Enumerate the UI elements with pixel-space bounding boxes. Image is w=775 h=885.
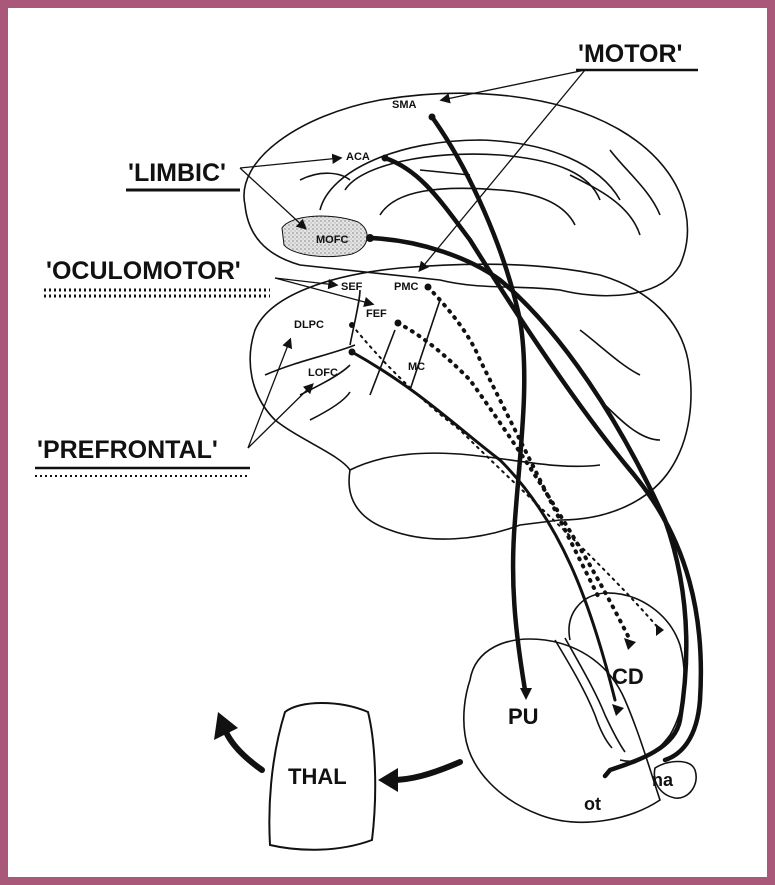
motor-label-group: 'MOTOR' bbox=[576, 40, 698, 70]
prefrontal-label-group: 'PREFRONTAL' bbox=[35, 436, 250, 476]
mc-label: MC bbox=[408, 361, 425, 373]
prefrontal-pathway-dlpc bbox=[352, 325, 660, 630]
limbic-loop-label: 'LIMBIC' bbox=[128, 159, 226, 187]
cd-arrowhead-2 bbox=[656, 624, 664, 636]
sef-label: SEF bbox=[341, 281, 363, 293]
solid-pathways bbox=[370, 117, 701, 776]
nucleus-accumbens-label: na bbox=[652, 770, 674, 790]
dlpc-label: DLPC bbox=[294, 319, 324, 331]
caudate-label: CD bbox=[612, 664, 644, 689]
lofc-pathway bbox=[352, 352, 615, 700]
arrow-to-thal-head bbox=[378, 768, 398, 792]
sma-label: SMA bbox=[392, 99, 417, 111]
motor-pathway bbox=[432, 117, 525, 690]
thalamus-label: THAL bbox=[288, 764, 347, 789]
aca-label: ACA bbox=[346, 151, 370, 163]
prefrontal-loop-label: 'PREFRONTAL' bbox=[37, 436, 218, 464]
pmc-label: PMC bbox=[394, 281, 419, 293]
fef-label: FEF bbox=[366, 308, 387, 320]
oculomotor-label-group: 'OCULOMOTOR' bbox=[44, 257, 270, 296]
putamen-arrowhead-2 bbox=[612, 704, 624, 716]
lofc-label: LOFC bbox=[308, 367, 338, 379]
limbic-label-group: 'LIMBIC' bbox=[126, 159, 240, 190]
oculomotor-loop-label: 'OCULOMOTOR' bbox=[46, 257, 241, 285]
olfactory-tubercle-label: ot bbox=[584, 794, 601, 814]
medial-hemisphere bbox=[244, 93, 688, 296]
prefrontal-pathways bbox=[352, 352, 615, 700]
putamen-label: PU bbox=[508, 704, 539, 729]
motor-loop-label: 'MOTOR' bbox=[578, 40, 682, 68]
lateral-hemisphere bbox=[250, 264, 691, 539]
pu-arrowhead bbox=[520, 688, 532, 700]
mofc-label: MOFC bbox=[316, 234, 348, 246]
dotted-pathways bbox=[352, 287, 660, 640]
cd-arrowhead-1 bbox=[624, 638, 636, 650]
